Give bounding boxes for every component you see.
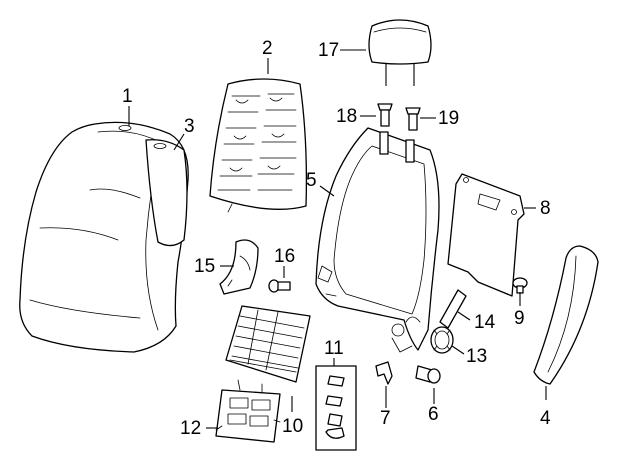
callout-6: 6 (428, 404, 439, 425)
suspension-mat[interactable] (225, 305, 311, 383)
callout-2: 2 (262, 38, 273, 59)
callout-8: 8 (540, 198, 551, 219)
callout-3: 3 (184, 116, 195, 137)
callout-14: 14 (474, 312, 496, 333)
callout-15: 15 (194, 256, 215, 277)
callout-9: 9 (514, 308, 525, 329)
recline-handle[interactable] (430, 326, 454, 354)
seat-back-frame[interactable] (315, 127, 440, 353)
callout-10: 10 (282, 416, 303, 437)
callout-19: 19 (438, 108, 459, 129)
callout-16: 16 (274, 246, 295, 267)
side-bolster[interactable] (533, 245, 599, 385)
shield-cover[interactable] (219, 239, 259, 295)
callout-1: 1 (122, 86, 133, 107)
retainer-clip[interactable] (375, 361, 393, 385)
callout-17: 17 (318, 40, 339, 61)
bolt[interactable] (268, 279, 291, 293)
guide-sleeve-right[interactable] (405, 107, 421, 131)
headrest[interactable] (368, 19, 432, 86)
callout-7: 7 (380, 408, 391, 429)
release-lever[interactable] (439, 289, 467, 329)
callout-13: 13 (466, 346, 487, 367)
rear-panel[interactable] (447, 173, 525, 297)
lumbar-support[interactable] (215, 379, 281, 443)
backrest-pad[interactable] (209, 78, 308, 213)
callout-labels: 1 2 3 4 5 6 7 8 9 10 11 12 13 14 15 16 1… (122, 38, 551, 439)
callout-11: 11 (324, 338, 344, 359)
guide-sleeve-left[interactable] (377, 103, 393, 127)
side-trim[interactable] (145, 139, 188, 247)
adjust-knob[interactable] (415, 365, 441, 384)
clip-kit[interactable] (315, 365, 357, 451)
seat-back-cover[interactable] (19, 121, 189, 353)
callout-5: 5 (306, 170, 317, 191)
leader-lines (128, 49, 547, 429)
callout-18: 18 (336, 106, 357, 127)
callout-4: 4 (540, 408, 551, 429)
callout-12: 12 (180, 418, 201, 439)
push-pin[interactable] (512, 277, 528, 294)
